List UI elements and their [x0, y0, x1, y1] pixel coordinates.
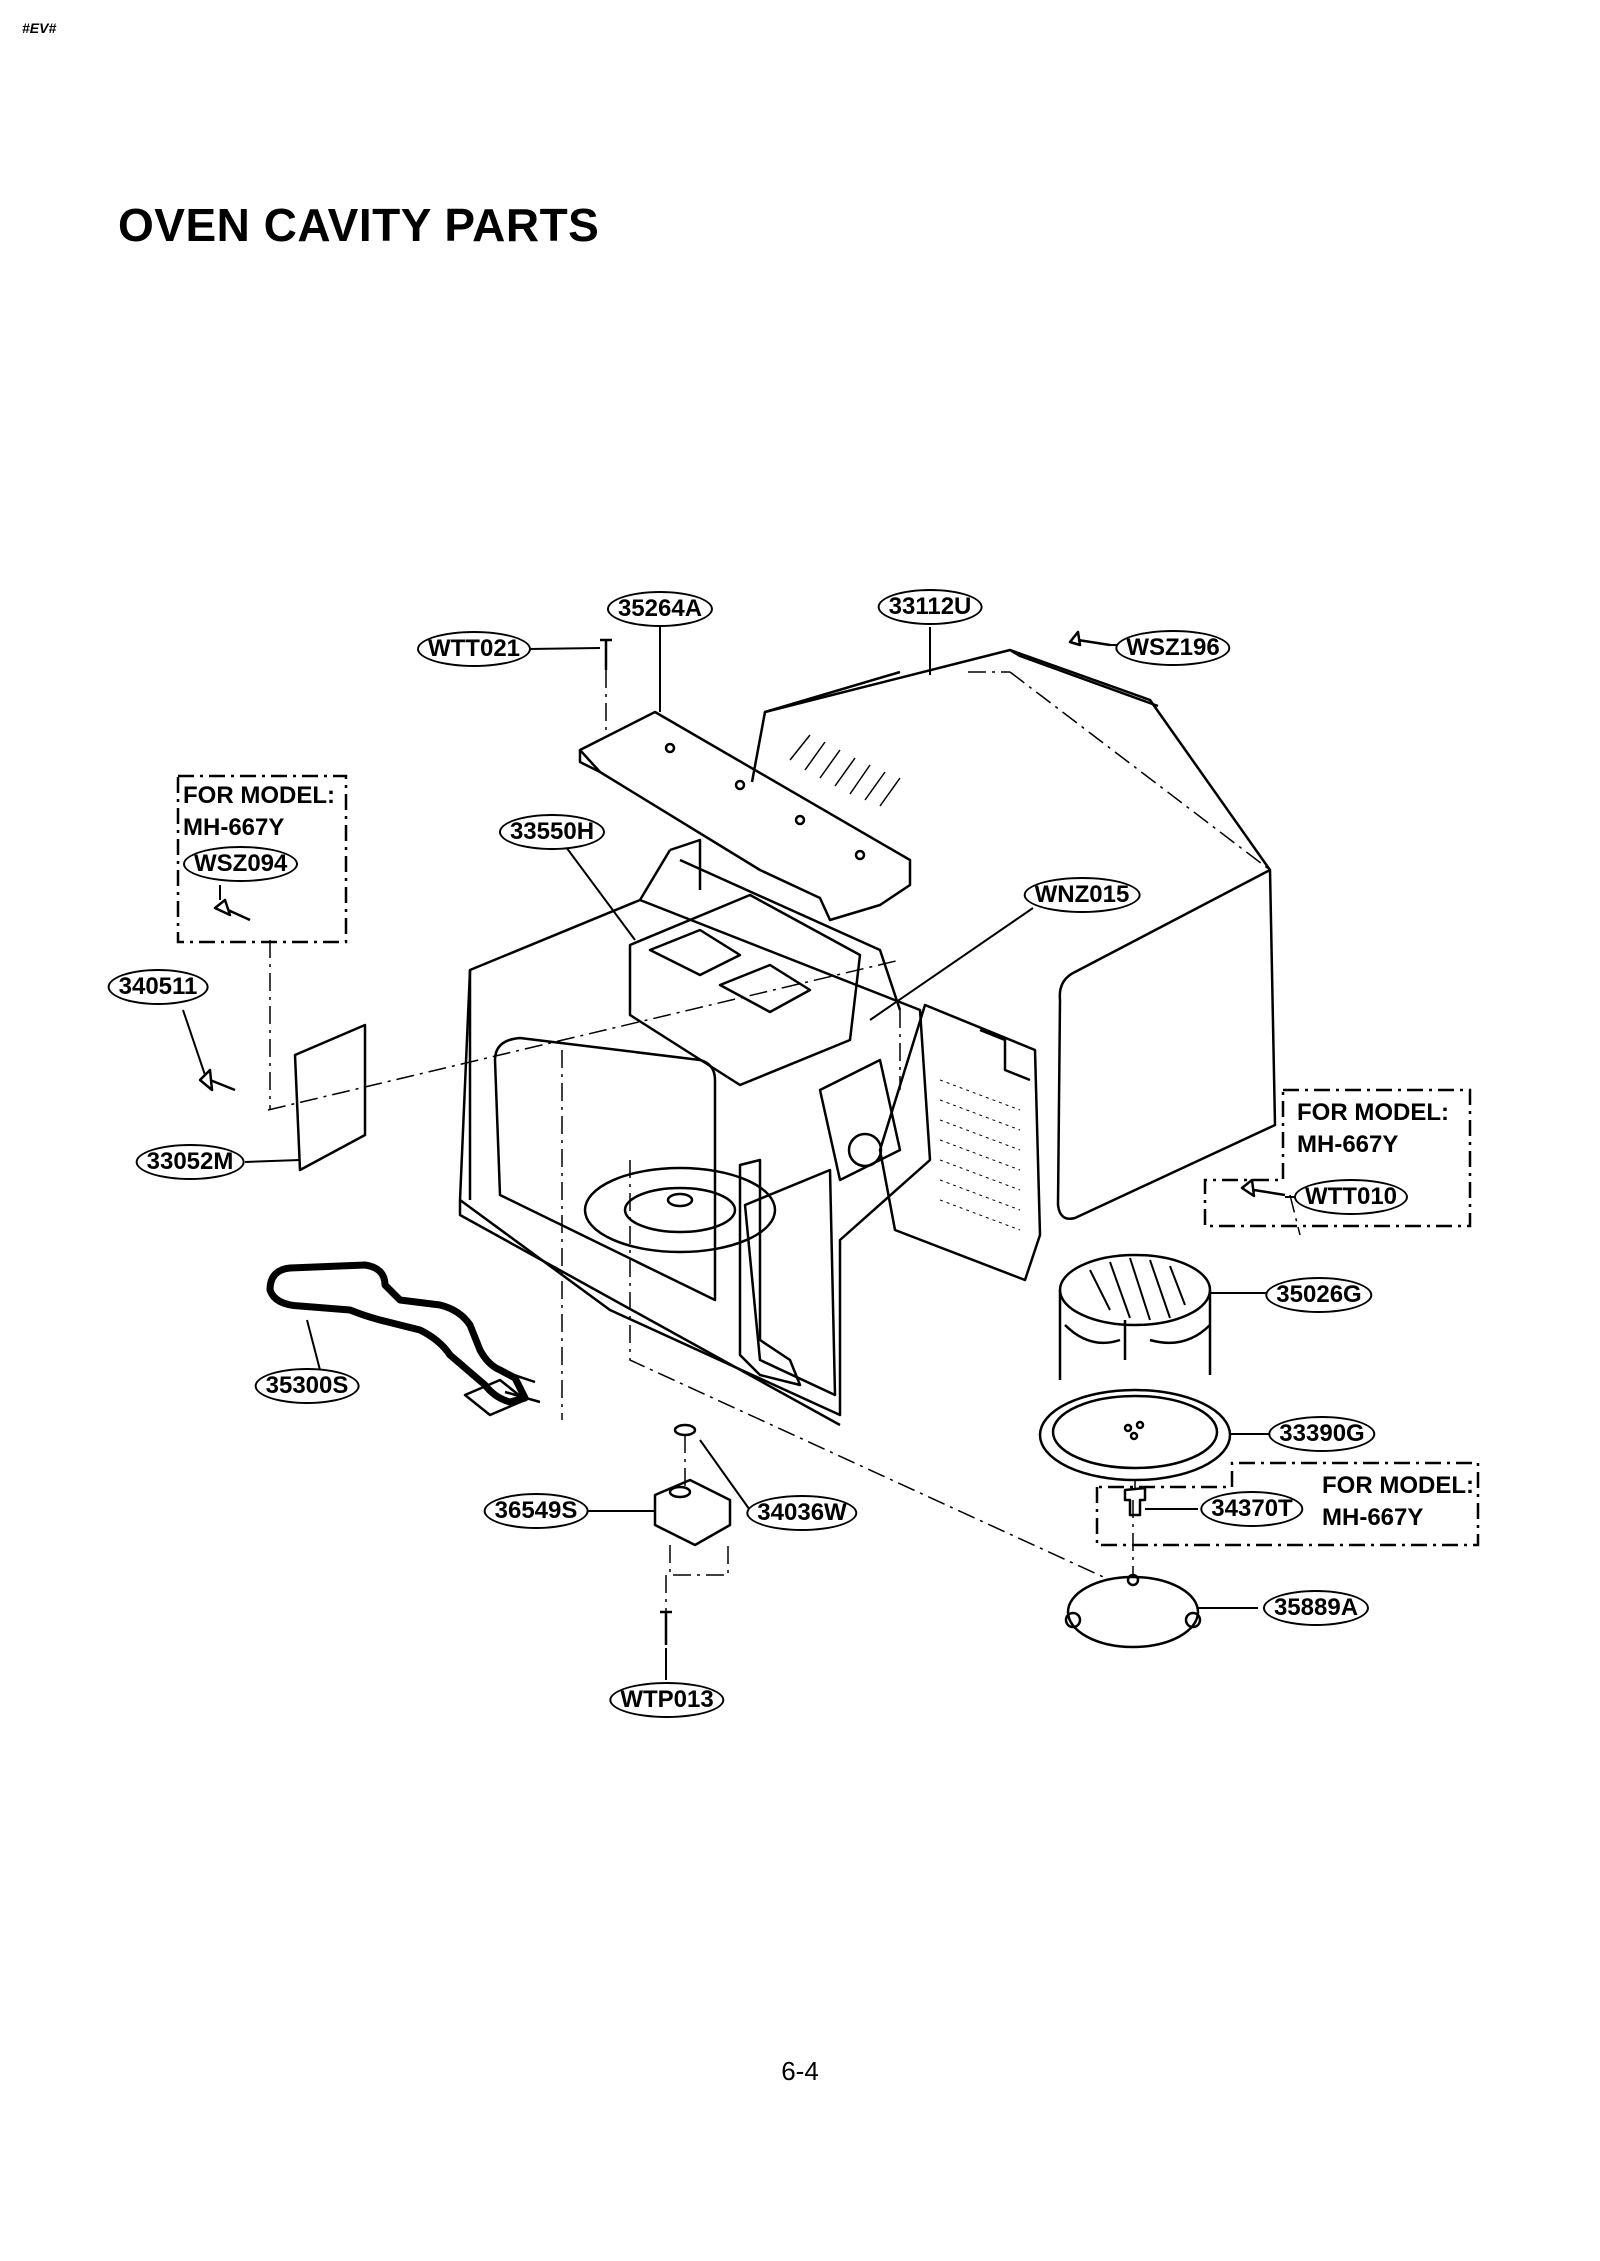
- callout-wtt010: WTT010: [1293, 1179, 1409, 1215]
- callout-35889a: 35889A: [1262, 1590, 1370, 1626]
- motor-drawing: [653, 1478, 732, 1547]
- model-box-left: [176, 774, 348, 944]
- model-note-left-line2: MH-667Y: [183, 814, 285, 841]
- callout-34036w: 34036W: [746, 1495, 858, 1531]
- rack-drawing: [1058, 1253, 1212, 1380]
- top-plate-drawing: [578, 710, 912, 922]
- glass-tray-drawing: [1038, 1388, 1232, 1482]
- model-note-bottom-line1: FOR MODEL:: [1322, 1472, 1474, 1499]
- callout-wsz196: WSZ196: [1115, 630, 1231, 666]
- model-note-right-line2: MH-667Y: [1297, 1131, 1399, 1158]
- cavity-frame-drawing: [458, 838, 932, 1427]
- model-note-left: FOR MODEL: MH-667Y WSZ094: [183, 780, 335, 882]
- roller-ring-drawing: [1064, 1573, 1202, 1649]
- washer-drawing: [673, 1423, 697, 1437]
- callout-35264a: 35264A: [606, 591, 714, 627]
- callout-wtp013: WTP013: [609, 1682, 725, 1718]
- callout-33550h: 33550H: [498, 814, 606, 850]
- model-note-left-line1: FOR MODEL:: [183, 782, 335, 809]
- callout-340511: 340511: [107, 969, 209, 1005]
- cover-plate-drawing: [293, 1023, 367, 1172]
- callout-wnz015: WNZ015: [1023, 877, 1141, 913]
- back-panel-drawing: [878, 1003, 1042, 1282]
- coupler-drawing: [1123, 1486, 1147, 1517]
- outer-case-drawing: [750, 648, 1277, 1220]
- model-note-bottom-line2: MH-667Y: [1322, 1504, 1424, 1531]
- model-note-bottom: FOR MODEL: MH-667Y: [1322, 1470, 1474, 1534]
- callout-33112u: 33112U: [877, 589, 983, 625]
- callout-36549s: 36549S: [483, 1493, 589, 1529]
- callout-wtt021: WTT021: [416, 631, 532, 667]
- model-note-right-line1: FOR MODEL:: [1297, 1099, 1449, 1126]
- callout-wsz094: WSZ094: [183, 846, 299, 882]
- heater-drawing: [266, 1261, 529, 1406]
- model-box-bottom: [1095, 1461, 1480, 1547]
- page-title: OVEN CAVITY PARTS: [118, 199, 600, 251]
- model-note-right: FOR MODEL: MH-667Y: [1297, 1097, 1449, 1161]
- screw-drawings: [198, 630, 1286, 1645]
- callout-35026g: 35026G: [1265, 1277, 1373, 1313]
- document-code: #EV#: [22, 20, 57, 36]
- callout-33052m: 33052M: [135, 1144, 245, 1180]
- callout-33390g: 33390G: [1268, 1416, 1376, 1452]
- model-box-right: [1203, 1088, 1472, 1228]
- callout-34370t: 34370T: [1200, 1491, 1304, 1527]
- callout-35300s: 35300S: [254, 1368, 360, 1404]
- page-number: 6-4: [781, 2056, 819, 2086]
- door-frame-drawing: [738, 1158, 802, 1387]
